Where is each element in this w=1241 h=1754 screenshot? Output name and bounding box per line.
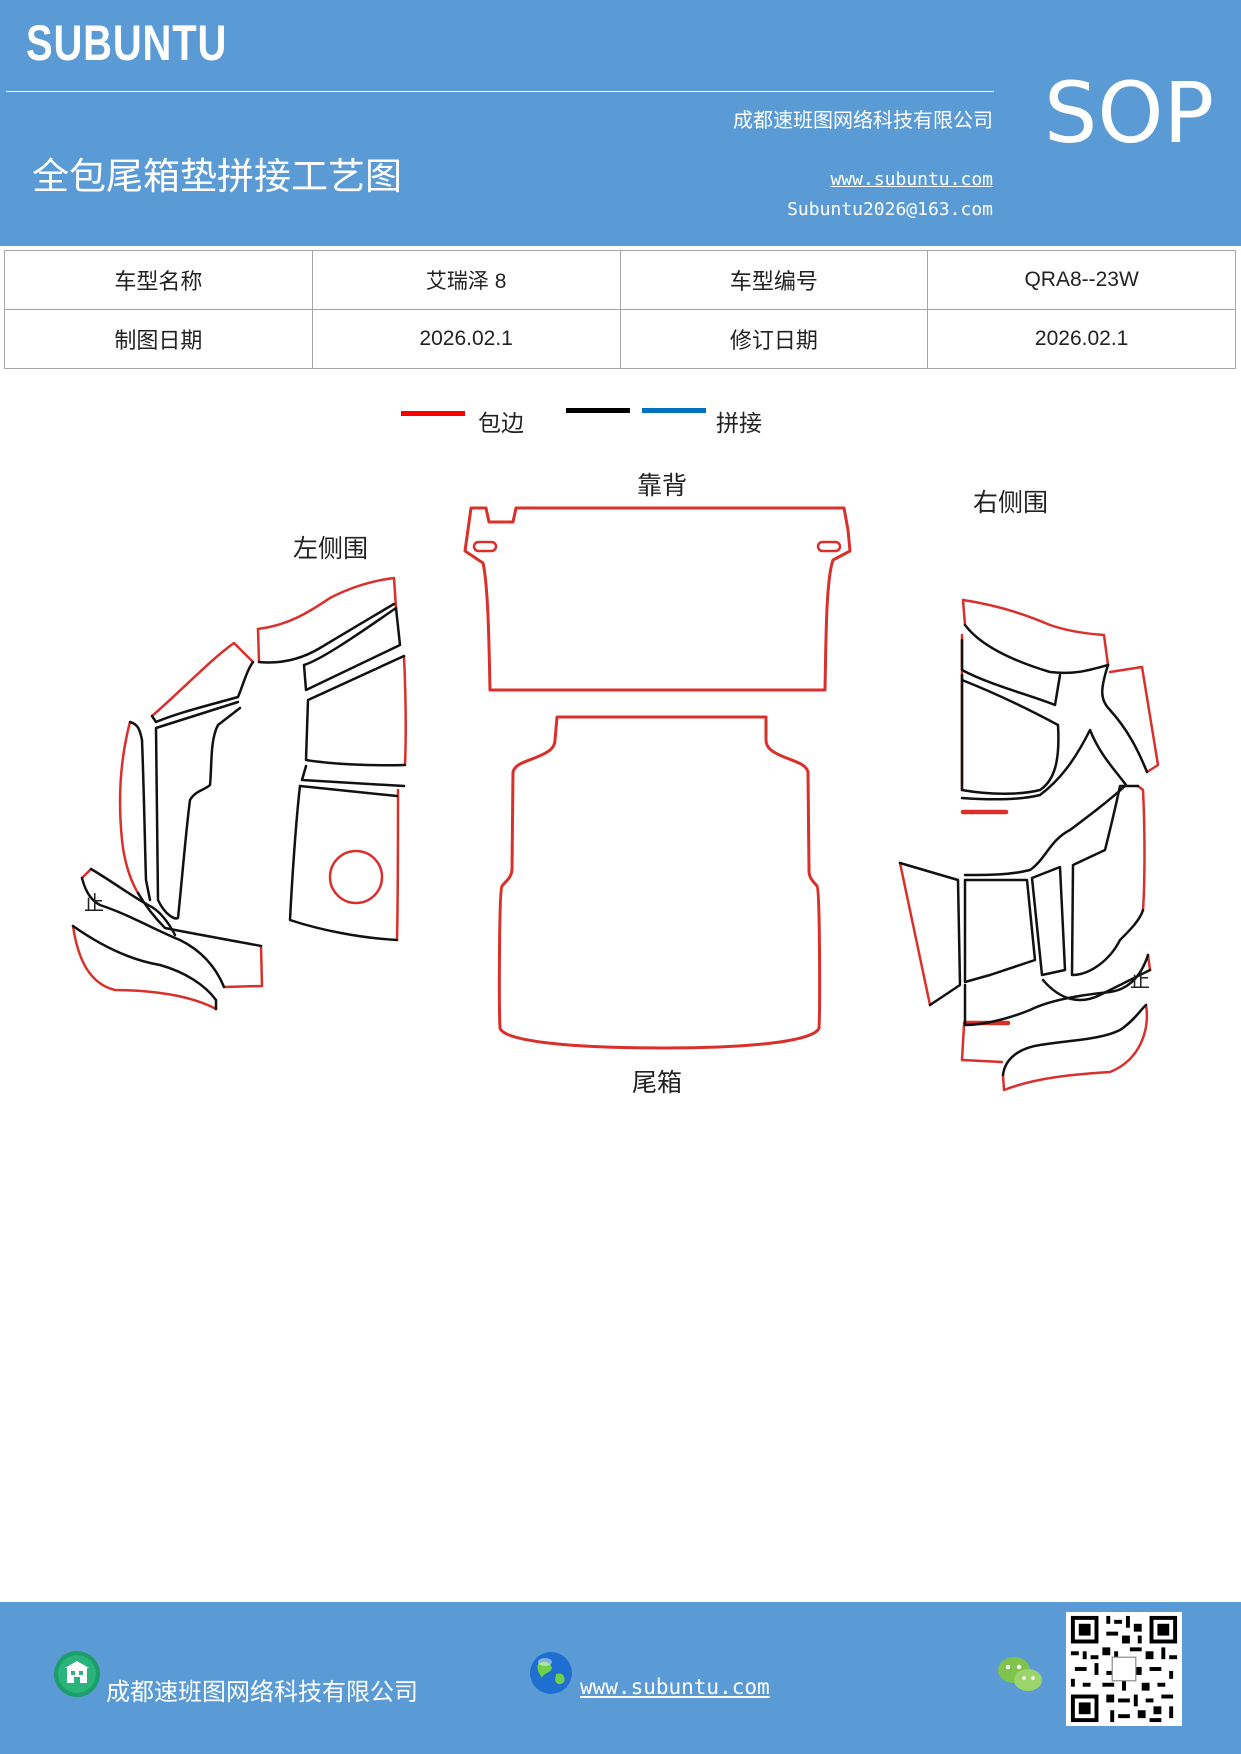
vehicle-info-table: 车型名称 艾瑞泽 8 车型编号 QRA8--23W 制图日期 2026.02.1… — [4, 250, 1236, 369]
value-model-code: QRA8--23W — [927, 250, 1236, 310]
right-side-panels — [898, 598, 1160, 1092]
footer-website-link[interactable]: www.subuntu.com — [580, 1675, 770, 1699]
legend-label-seam: 拼接 — [716, 411, 762, 437]
qr-code-icon — [1067, 1612, 1181, 1726]
document-title: 全包尾箱垫拼接工艺图 — [32, 155, 402, 198]
label-model-name: 车型名称 — [4, 250, 313, 310]
wechat-icon[interactable] — [996, 1654, 1044, 1696]
label-model-code: 车型编号 — [619, 250, 929, 310]
left-side-panels — [71, 576, 407, 1011]
label-left-side: 左侧围 — [293, 534, 368, 563]
globe-icon — [530, 1652, 572, 1694]
label-backrest: 靠背 — [637, 471, 687, 500]
table-row: 车型名称 艾瑞泽 8 车型编号 QRA8--23W — [4, 250, 1236, 310]
footer-banner: 成都速班图网络科技有限公司 www.subuntu.com — [0, 1602, 1241, 1754]
value-revision-date: 2026.02.1 — [927, 309, 1236, 369]
label-draw-date: 制图日期 — [4, 309, 313, 369]
legend-label-binding: 包边 — [478, 411, 524, 437]
header-banner: SUBUNTU 成都速班图网络科技有限公司 全包尾箱垫拼接工艺图 www.sub… — [0, 0, 1241, 246]
value-model-name: 艾瑞泽 8 — [311, 250, 621, 310]
backrest-panel — [463, 506, 852, 692]
trunk-mat-diagram: 靠背 左侧围 右侧围 尾箱 止 止 — [71, 471, 1160, 1097]
sop-label: SOP — [1044, 64, 1215, 162]
label-right-side: 右侧围 — [973, 488, 1048, 517]
value-draw-date: 2026.02.1 — [311, 309, 621, 369]
footer-company: 成都速班图网络科技有限公司 — [106, 1678, 418, 1706]
label-stop-left: 止 — [84, 891, 104, 915]
table-row: 制图日期 2026.02.1 修订日期 2026.02.1 — [4, 309, 1236, 369]
contact-email: Subuntu2026@163.com — [787, 199, 993, 220]
legend-swatch-binding — [401, 411, 465, 416]
label-revision-date: 修订日期 — [619, 309, 929, 369]
company-name: 成都速班图网络科技有限公司 — [733, 108, 993, 132]
legend: 包边 拼接 — [0, 400, 1241, 440]
header-divider — [6, 91, 994, 92]
building-icon — [54, 1651, 100, 1697]
legend-swatch-seam — [642, 408, 706, 413]
label-stop-right: 止 — [1130, 968, 1150, 992]
brand-logo-text: SUBUNTU — [26, 15, 228, 71]
label-trunk: 尾箱 — [632, 1068, 682, 1097]
trunk-floor-panel — [497, 715, 822, 1050]
legend-swatch-black — [566, 408, 630, 413]
qr-code[interactable] — [1066, 1612, 1182, 1726]
website-link[interactable]: www.subuntu.com — [830, 169, 993, 190]
